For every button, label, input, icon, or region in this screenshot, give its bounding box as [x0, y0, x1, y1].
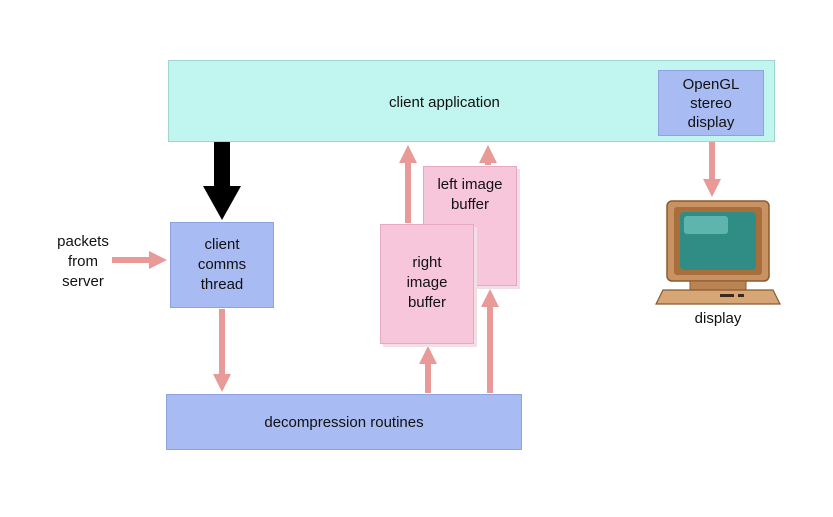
monitor-icon — [655, 200, 781, 305]
right-image-buffer-box: right image buffer — [380, 224, 474, 344]
decompression-routines-box: decompression routines — [166, 394, 522, 450]
client-comms-thread-box: client comms thread — [170, 222, 274, 308]
packets-from-server-label: packets from server — [57, 233, 109, 290]
arrow-app-to-comms — [203, 142, 241, 220]
client-application-label: client application — [389, 94, 500, 111]
opengl-stereo-display-box: OpenGL stereo display — [658, 70, 764, 136]
display-label: display — [694, 310, 742, 327]
